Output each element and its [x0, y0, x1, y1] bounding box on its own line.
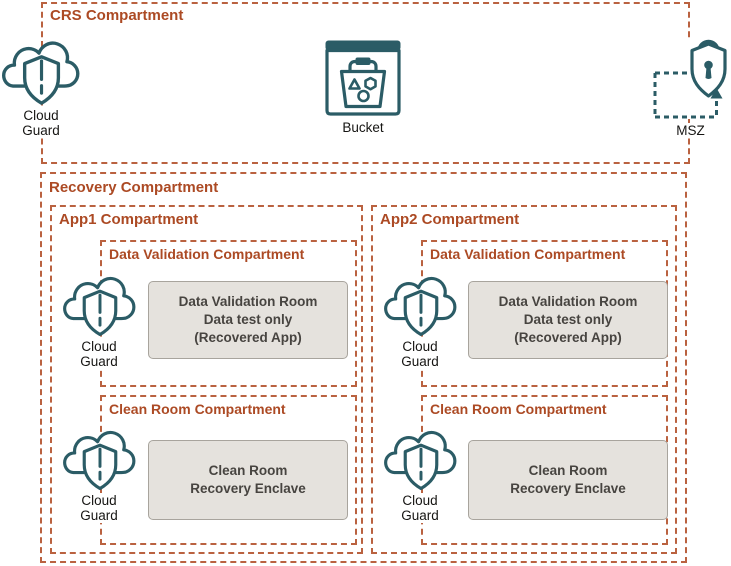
room-box-line: Data Validation Room [178, 294, 318, 310]
app2-clean-room-title: Clean Room Compartment [427, 401, 610, 417]
room-box-line: Data test only [523, 312, 613, 328]
bucket-block: Bucket [322, 40, 404, 136]
app1-compartment-box [50, 205, 363, 554]
msz-icon [653, 39, 727, 119]
app2-compartment-title: App2 Compartment [377, 211, 523, 228]
app1-dv-cloud-guard: Cloud Guard [61, 272, 137, 370]
recovery-compartment-box [40, 172, 687, 563]
room-box-line: Clean Room [208, 463, 288, 479]
app1-cr-cloud-guard: Cloud Guard [61, 426, 137, 524]
cloud-guard-icon [383, 430, 456, 491]
cloud-guard-label: Cloud Guard [77, 339, 121, 370]
app2-dv-cloud-guard: Cloud Guard [382, 272, 458, 370]
app2-clean-room-enclave-box: Clean Room Recovery Enclave [468, 440, 668, 520]
cloud-guard-label: Cloud Guard [398, 493, 442, 524]
cloud-guard-icon [62, 430, 135, 491]
app2-data-validation-room-box: Data Validation Room Data test only (Rec… [468, 281, 668, 359]
crs-cloud-guard: Cloud Guard [1, 36, 81, 139]
app1-data-validation-title: Data Validation Compartment [106, 246, 308, 262]
msz-label: MSZ [673, 123, 708, 139]
cloud-guard-icon [62, 276, 135, 337]
app2-cr-cloud-guard: Cloud Guard [382, 426, 458, 524]
app1-data-validation-room-box: Data Validation Room Data test only (Rec… [148, 281, 348, 359]
room-box-line: Data Validation Room [498, 294, 638, 310]
cloud-guard-label: Cloud Guard [398, 339, 442, 370]
room-box-line: Recovery Enclave [190, 481, 306, 496]
room-box-line: Recovery Enclave [510, 481, 626, 496]
bucket-icon [325, 40, 401, 116]
app1-clean-room-enclave-box: Clean Room Recovery Enclave [148, 440, 348, 520]
room-box-line: Clean Room [528, 463, 608, 479]
cloud-guard-icon [383, 276, 456, 337]
room-box-line: (Recovered App) [514, 329, 622, 345]
bucket-label: Bucket [339, 120, 387, 136]
crs-compartment-title: CRS Compartment [47, 7, 187, 24]
recovery-compartment-title: Recovery Compartment [46, 179, 222, 196]
cloud-guard-label: Cloud Guard [77, 493, 121, 524]
app2-compartment-box [371, 205, 677, 554]
msz-label-wrap: MSZ [650, 121, 731, 140]
room-box-line: Data test only [203, 312, 293, 328]
cloud-guard-icon [2, 41, 80, 105]
cloud-guard-label: Cloud Guard [19, 108, 63, 139]
app2-data-validation-title: Data Validation Compartment [427, 246, 629, 262]
app1-clean-room-title: Clean Room Compartment [106, 401, 289, 417]
app1-compartment-title: App1 Compartment [56, 211, 202, 228]
room-box-line: (Recovered App) [194, 329, 302, 345]
